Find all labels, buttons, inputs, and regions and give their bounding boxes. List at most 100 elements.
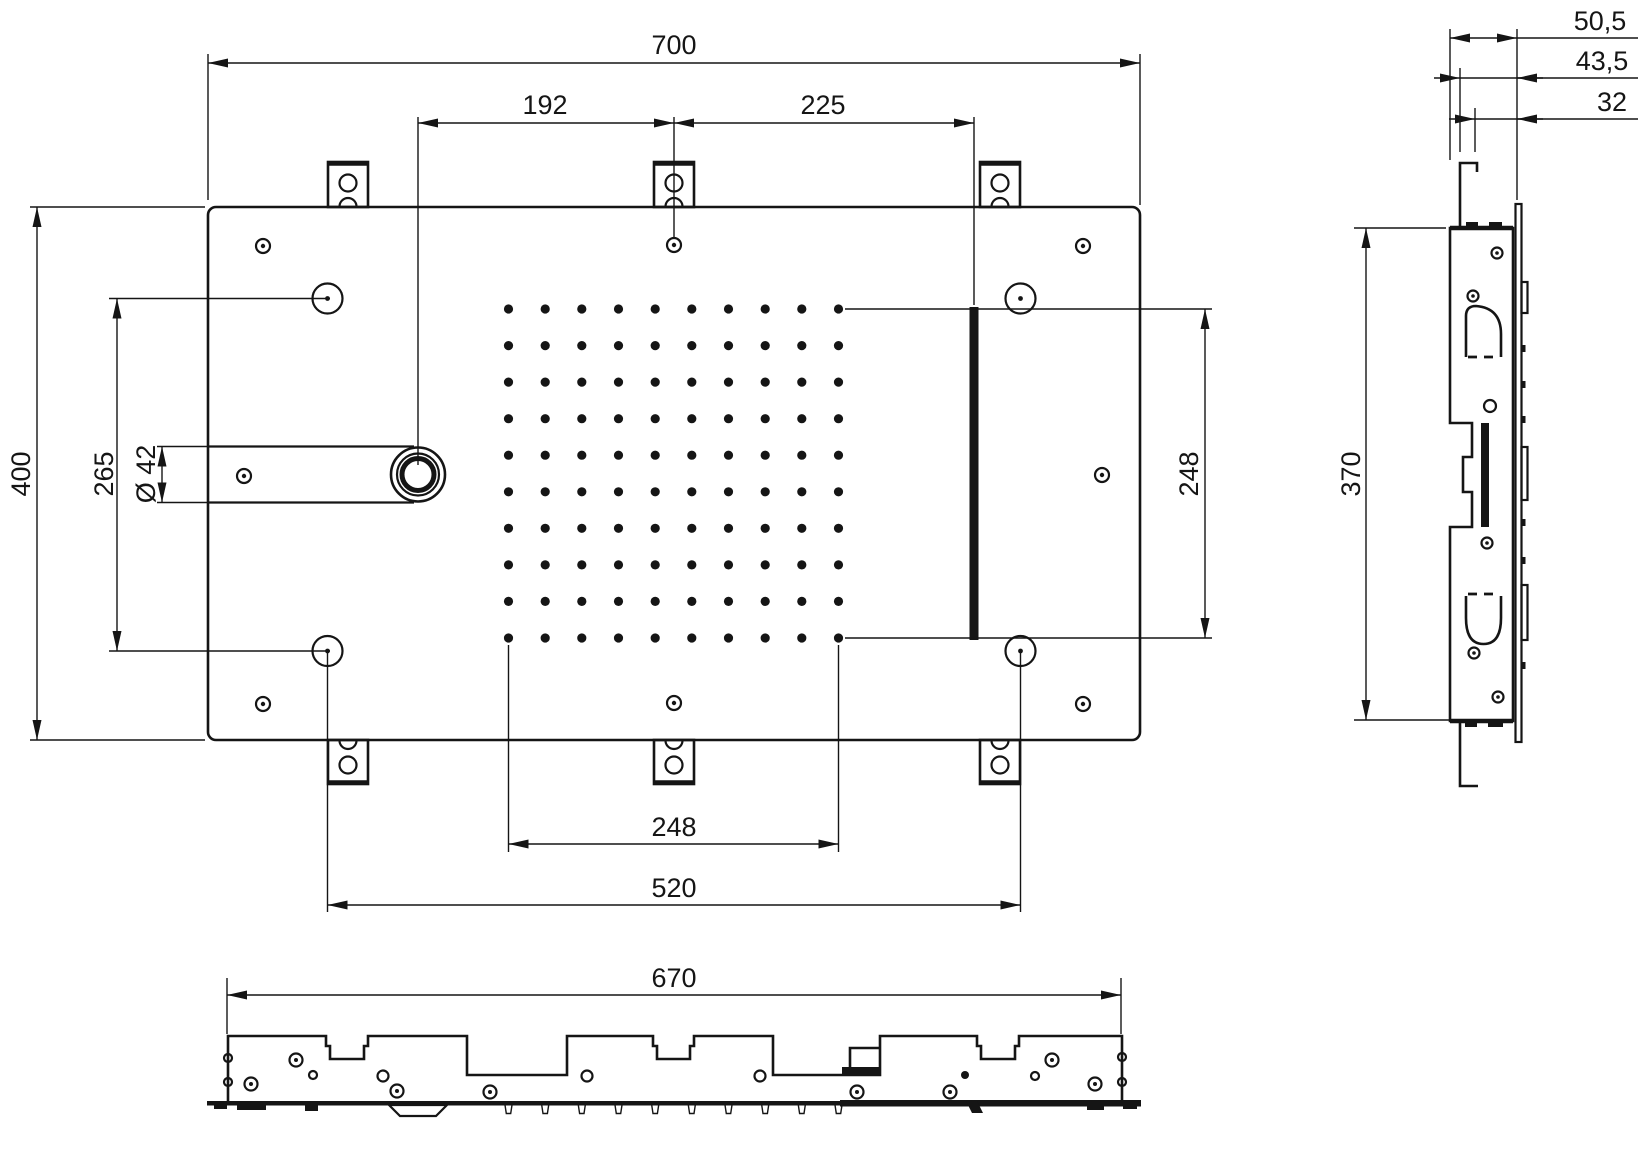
nozzle-dot	[833, 487, 844, 497]
nozzle-dot	[797, 487, 807, 497]
nozzle-dot	[833, 341, 844, 351]
hole-marker	[1467, 646, 1481, 660]
hole-marker	[1074, 695, 1092, 713]
nozzle-dot	[503, 341, 514, 351]
nozzle-dot	[540, 450, 550, 460]
nozzle-tick	[504, 1104, 513, 1115]
hole-marker	[307, 1069, 319, 1081]
nozzle-tick	[687, 1104, 696, 1115]
nozzle-dot	[577, 596, 587, 607]
dim-label-370: 370	[1336, 451, 1366, 496]
hole-marker	[389, 1083, 405, 1099]
nozzle-dot	[833, 596, 844, 607]
plate-outline	[206, 205, 1142, 742]
nozzle-tick	[541, 1104, 550, 1115]
nozzle-dot	[687, 304, 697, 314]
nozzle-dot	[650, 523, 660, 533]
fixing-reference-circles	[311, 282, 1037, 668]
nozzle-dot	[797, 450, 807, 460]
hole-marker	[580, 1069, 594, 1083]
nozzle-dot	[650, 560, 660, 570]
tab-hole	[990, 755, 1010, 775]
hole-marker	[1004, 282, 1037, 315]
nozzle-dot	[577, 414, 587, 424]
bottom-dark-marks	[214, 1101, 1137, 1113]
nozzle-tick	[577, 1104, 586, 1115]
profile-step-weld	[842, 1067, 880, 1075]
nozzle-dot	[613, 304, 624, 314]
bottom-holes	[243, 1052, 1103, 1100]
nozzle-dot	[797, 560, 807, 570]
mounting-tab	[326, 160, 370, 209]
nozzle-dot	[540, 633, 550, 643]
nozzle-dot	[650, 633, 660, 643]
nozzle-dot	[797, 304, 807, 314]
side-view-dimensions: 50,5 43,5 32 370	[1336, 6, 1638, 721]
nozzle-dot	[650, 377, 660, 387]
hole-marker	[849, 1084, 865, 1100]
hole-marker	[1044, 1052, 1060, 1068]
hole-marker	[1482, 398, 1498, 414]
side-clips	[1520, 280, 1529, 669]
nozzle-dot	[687, 596, 697, 607]
nozzle-tick	[761, 1104, 770, 1115]
nozzle-dot	[577, 450, 587, 460]
hole-marker	[1480, 536, 1494, 550]
nozzle-dot	[613, 450, 624, 460]
retainer-clip	[1520, 445, 1529, 502]
nozzle-dot	[723, 487, 734, 497]
nozzle-dot	[833, 560, 844, 570]
nozzle-dot	[613, 596, 624, 607]
retainer-clip	[1520, 583, 1529, 642]
nozzle-dot	[577, 487, 587, 497]
tab-hole	[338, 755, 358, 775]
mounting-tabs-bottom	[326, 738, 1022, 786]
glass-panel-edge	[840, 1100, 1141, 1107]
hole-marker	[1087, 1076, 1103, 1092]
nozzle-dot	[503, 560, 514, 570]
nozzle-dot	[503, 523, 514, 533]
tab-hole	[990, 173, 1010, 193]
nozzle-dot	[760, 596, 770, 607]
hole-marker	[665, 236, 683, 254]
nozzle-dot	[723, 414, 734, 424]
nozzle-dot	[503, 414, 514, 424]
nozzle-dot	[797, 523, 807, 533]
nozzle-dot	[613, 414, 624, 424]
nozzle-grid	[503, 304, 844, 643]
nozzle-dot	[687, 341, 697, 351]
nozzle-dot	[833, 450, 844, 460]
profile-outline	[226, 1034, 1124, 1101]
face-plate-baseline	[207, 1101, 1141, 1106]
nozzle-dot	[833, 523, 844, 533]
dim-label-700: 700	[651, 30, 696, 60]
nozzle-dot	[760, 414, 770, 424]
nozzle-dot	[650, 304, 660, 314]
hole-marker	[1029, 1070, 1041, 1082]
nozzle-dot	[760, 450, 770, 460]
nozzle-dot	[613, 487, 624, 497]
dim-label-225: 225	[800, 90, 845, 120]
nozzle-dot	[723, 523, 734, 533]
nozzle-dot	[760, 377, 770, 387]
dim-label-inlet-diameter: Ø 42	[131, 445, 161, 504]
side-holes	[1466, 246, 1505, 704]
mounting-tab	[326, 738, 370, 786]
glass-edge-bar	[969, 307, 979, 640]
nozzle-dot	[797, 414, 807, 424]
nozzle-dot	[613, 560, 624, 570]
hole-marker	[1466, 289, 1480, 303]
bottom-view-dimensions: 670	[226, 963, 1122, 1034]
hole-marker	[243, 1076, 259, 1092]
nozzle-dot	[503, 596, 514, 607]
nozzle-dot	[723, 560, 734, 570]
mounting-tab	[978, 738, 1022, 786]
nozzle-dot	[797, 596, 807, 607]
nozzle-dot	[797, 377, 807, 387]
top-view: 700 192 225 400 265 Ø 42	[6, 30, 1212, 912]
nozzle-dot	[577, 523, 587, 533]
nozzle-dot	[687, 633, 697, 643]
hole-marker	[665, 694, 683, 712]
nozzle-ticks	[504, 1104, 843, 1115]
